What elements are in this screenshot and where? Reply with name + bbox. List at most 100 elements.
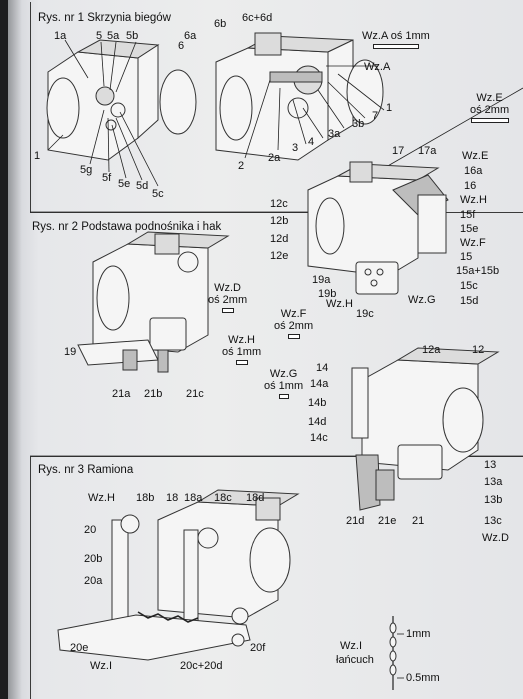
- label-wz-h-2: Wz.H: [460, 194, 487, 206]
- label-wz-e: Wz.E: [462, 150, 489, 162]
- scale-wz-i-label: Wz.I: [340, 640, 362, 652]
- label-21: 21: [412, 515, 425, 527]
- scale-wz-i-chain: łańcuch: [336, 654, 374, 666]
- label-12: 12: [472, 344, 485, 356]
- label-3a: 3a: [328, 128, 341, 140]
- label-1-right: 1: [386, 102, 393, 114]
- scale-wz-i-05mm: 0.5mm: [406, 672, 440, 684]
- label-6: 6: [178, 40, 185, 52]
- fig2-base-left: [77, 231, 230, 373]
- label-5a: 5a: [107, 30, 120, 42]
- label-15a-15b: 15a+15b: [456, 265, 500, 277]
- label-18: 18: [166, 492, 179, 504]
- label-1-left: 1: [34, 150, 41, 162]
- label-5g: 5g: [80, 164, 93, 176]
- label-15f: 15f: [460, 209, 476, 221]
- label-5f: 5f: [102, 172, 112, 184]
- label-6a: 6a: [184, 30, 197, 42]
- label-16a: 16a: [464, 165, 483, 177]
- label-4: 4: [308, 136, 315, 148]
- label-15: 15: [460, 251, 473, 263]
- label-5c: 5c: [152, 188, 164, 200]
- label-14a: 14a: [310, 378, 329, 390]
- label-wz-d: Wz.D: [482, 532, 509, 544]
- fig2b-hook-assembly: [351, 347, 500, 511]
- label-12d: 12d: [270, 233, 289, 245]
- label-12a: 12a: [422, 344, 441, 356]
- label-13: 13: [484, 459, 497, 471]
- label-20b: 20b: [84, 553, 103, 565]
- label-wz-g: Wz.G: [408, 294, 436, 306]
- label-20f: 20f: [250, 642, 266, 654]
- label-13a: 13a: [484, 476, 503, 488]
- label-20a: 20a: [84, 575, 103, 587]
- label-17a: 17a: [418, 145, 437, 157]
- diagram-drawings: [30, 32, 523, 690]
- label-6c-6d: 6c+6d: [242, 12, 273, 24]
- label-1a: 1a: [54, 30, 67, 42]
- fig1-frame: [30, 2, 523, 213]
- label-14c: 14c: [310, 432, 328, 444]
- label-18c: 18c: [214, 492, 232, 504]
- label-15e: 15e: [460, 223, 479, 235]
- label-13b: 13b: [484, 494, 503, 506]
- label-19c: 19c: [356, 308, 374, 320]
- fig2-base-assembled: [307, 161, 449, 295]
- label-21d: 21d: [346, 515, 365, 527]
- label-7: 7: [372, 110, 379, 122]
- label-wz-f: Wz.F: [460, 237, 486, 249]
- fig1-gearbox-assembled: [215, 32, 384, 161]
- scale-wz-i-1mm: 1mm: [406, 628, 431, 640]
- label-20c-20d: 20c+20d: [180, 660, 223, 672]
- label-19a: 19a: [312, 274, 331, 286]
- label-2a: 2a: [268, 152, 281, 164]
- label-17: 17: [392, 145, 405, 157]
- label-6b: 6b: [214, 18, 227, 30]
- label-20e: 20e: [70, 642, 89, 654]
- label-19b: 19b: [318, 288, 337, 300]
- label-2: 2: [238, 160, 245, 172]
- label-19: 19: [64, 346, 77, 358]
- fig2-title: Rys. nr 2 Podstawa podnośnika i hak: [32, 221, 222, 233]
- scale-wz-a: Wz.A oś 1mm: [362, 30, 430, 49]
- label-21b: 21b: [144, 388, 163, 400]
- label-wz-a: Wz.A: [364, 61, 391, 73]
- fig1-title: Rys. nr 1 Skrzynia biegów: [38, 12, 171, 24]
- label-3b: 3b: [352, 118, 365, 130]
- fig1-gearbox-exploded: [46, 39, 197, 161]
- label-wz-i: Wz.I: [90, 660, 112, 672]
- fig3-arms-assembly: [57, 489, 300, 661]
- instruction-page: Rys. nr 1 Skrzynia biegów Rys. nr 2 Pods…: [8, 0, 523, 699]
- label-15c: 15c: [460, 280, 478, 292]
- label-5b: 5b: [126, 30, 139, 42]
- fig1-leader-lines: [47, 39, 385, 187]
- label-12b: 12b: [270, 215, 289, 227]
- label-15d: 15d: [460, 295, 479, 307]
- label-14: 14: [316, 362, 329, 374]
- label-5d: 5d: [136, 180, 149, 192]
- fig3-title: Rys. nr 3 Ramiona: [38, 464, 134, 476]
- label-13c: 13c: [484, 515, 502, 527]
- label-20: 20: [84, 524, 97, 536]
- label-12c: 12c: [270, 198, 288, 210]
- page-gutter-shadow: [8, 0, 22, 699]
- label-18a: 18a: [184, 492, 203, 504]
- label-5e: 5e: [118, 178, 131, 190]
- label-3: 3: [292, 142, 299, 154]
- label-12e: 12e: [270, 250, 289, 262]
- label-21e: 21e: [378, 515, 397, 527]
- fig3-frame: [30, 456, 523, 699]
- chain-sample-drawing: [389, 616, 404, 690]
- label-18d: 18d: [246, 492, 265, 504]
- label-21a: 21a: [112, 388, 131, 400]
- label-14b: 14b: [308, 397, 327, 409]
- label-14d: 14d: [308, 416, 327, 428]
- label-18b: 18b: [136, 492, 155, 504]
- label-wz-h-3: Wz.H: [326, 298, 353, 310]
- label-16: 16: [464, 180, 477, 192]
